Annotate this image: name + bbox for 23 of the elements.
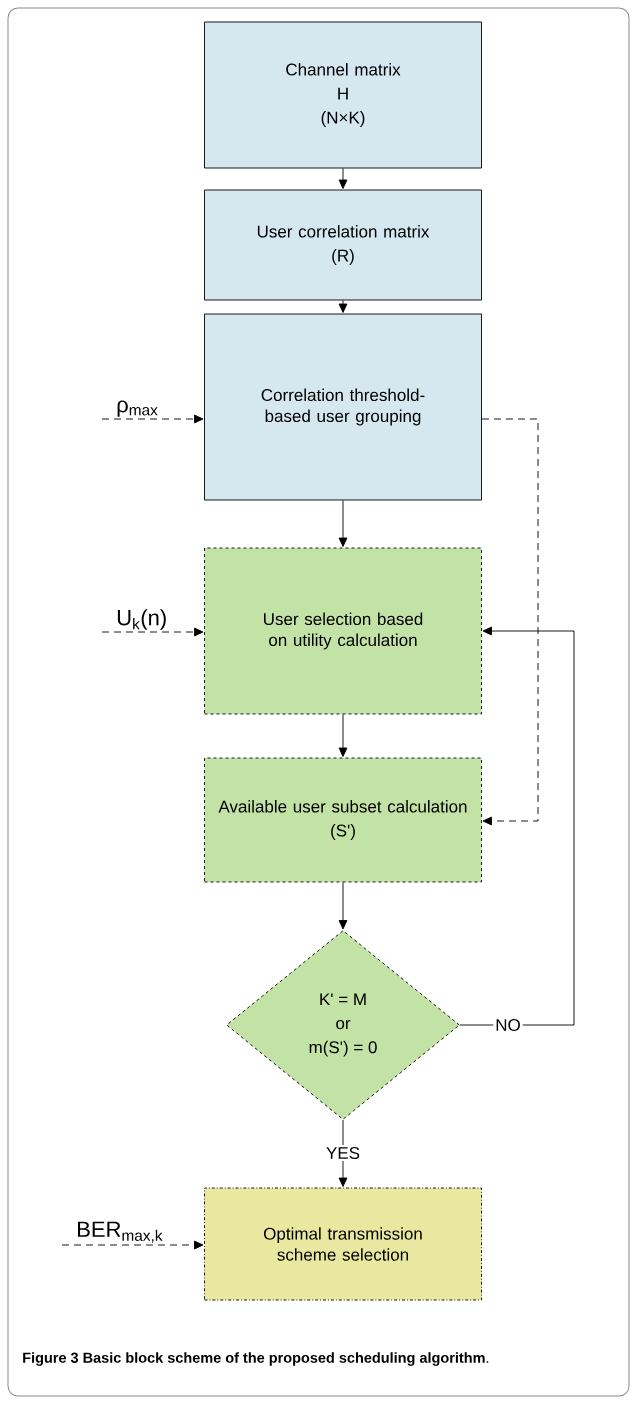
arrow xyxy=(101,414,204,424)
process-box: Optimal transmission scheme selection xyxy=(204,1187,482,1301)
arrow xyxy=(338,1119,348,1187)
input-label: U$_{k}$(n) xyxy=(117,609,166,630)
process-box: Available user subset calculation (S') xyxy=(204,757,482,883)
arrow xyxy=(101,627,204,637)
process-box: User correlation matrix (R) xyxy=(204,189,482,301)
arrow xyxy=(61,1240,204,1250)
arrow xyxy=(338,500,348,547)
input-label: ρ$_{max}$ xyxy=(117,400,158,417)
edge-label: YES xyxy=(324,1145,362,1162)
process-box: Correlation threshold-based user grouping xyxy=(204,313,482,501)
process-box: User selection based on utility calculation xyxy=(204,547,482,715)
arrow xyxy=(338,168,348,189)
arrow xyxy=(338,714,348,757)
edge-label: NO xyxy=(493,1017,523,1034)
arrow xyxy=(338,882,348,930)
process-box: Channel matrix H (N×K) xyxy=(204,21,482,169)
arrow xyxy=(338,300,348,313)
figure-caption: Figure 3 Basic block scheme of the proposed scheduling algorithm. xyxy=(23,1352,489,1366)
input-label: BER$_{max,k}$ xyxy=(78,1221,163,1243)
arrow xyxy=(481,418,539,826)
arrow xyxy=(459,626,575,1026)
